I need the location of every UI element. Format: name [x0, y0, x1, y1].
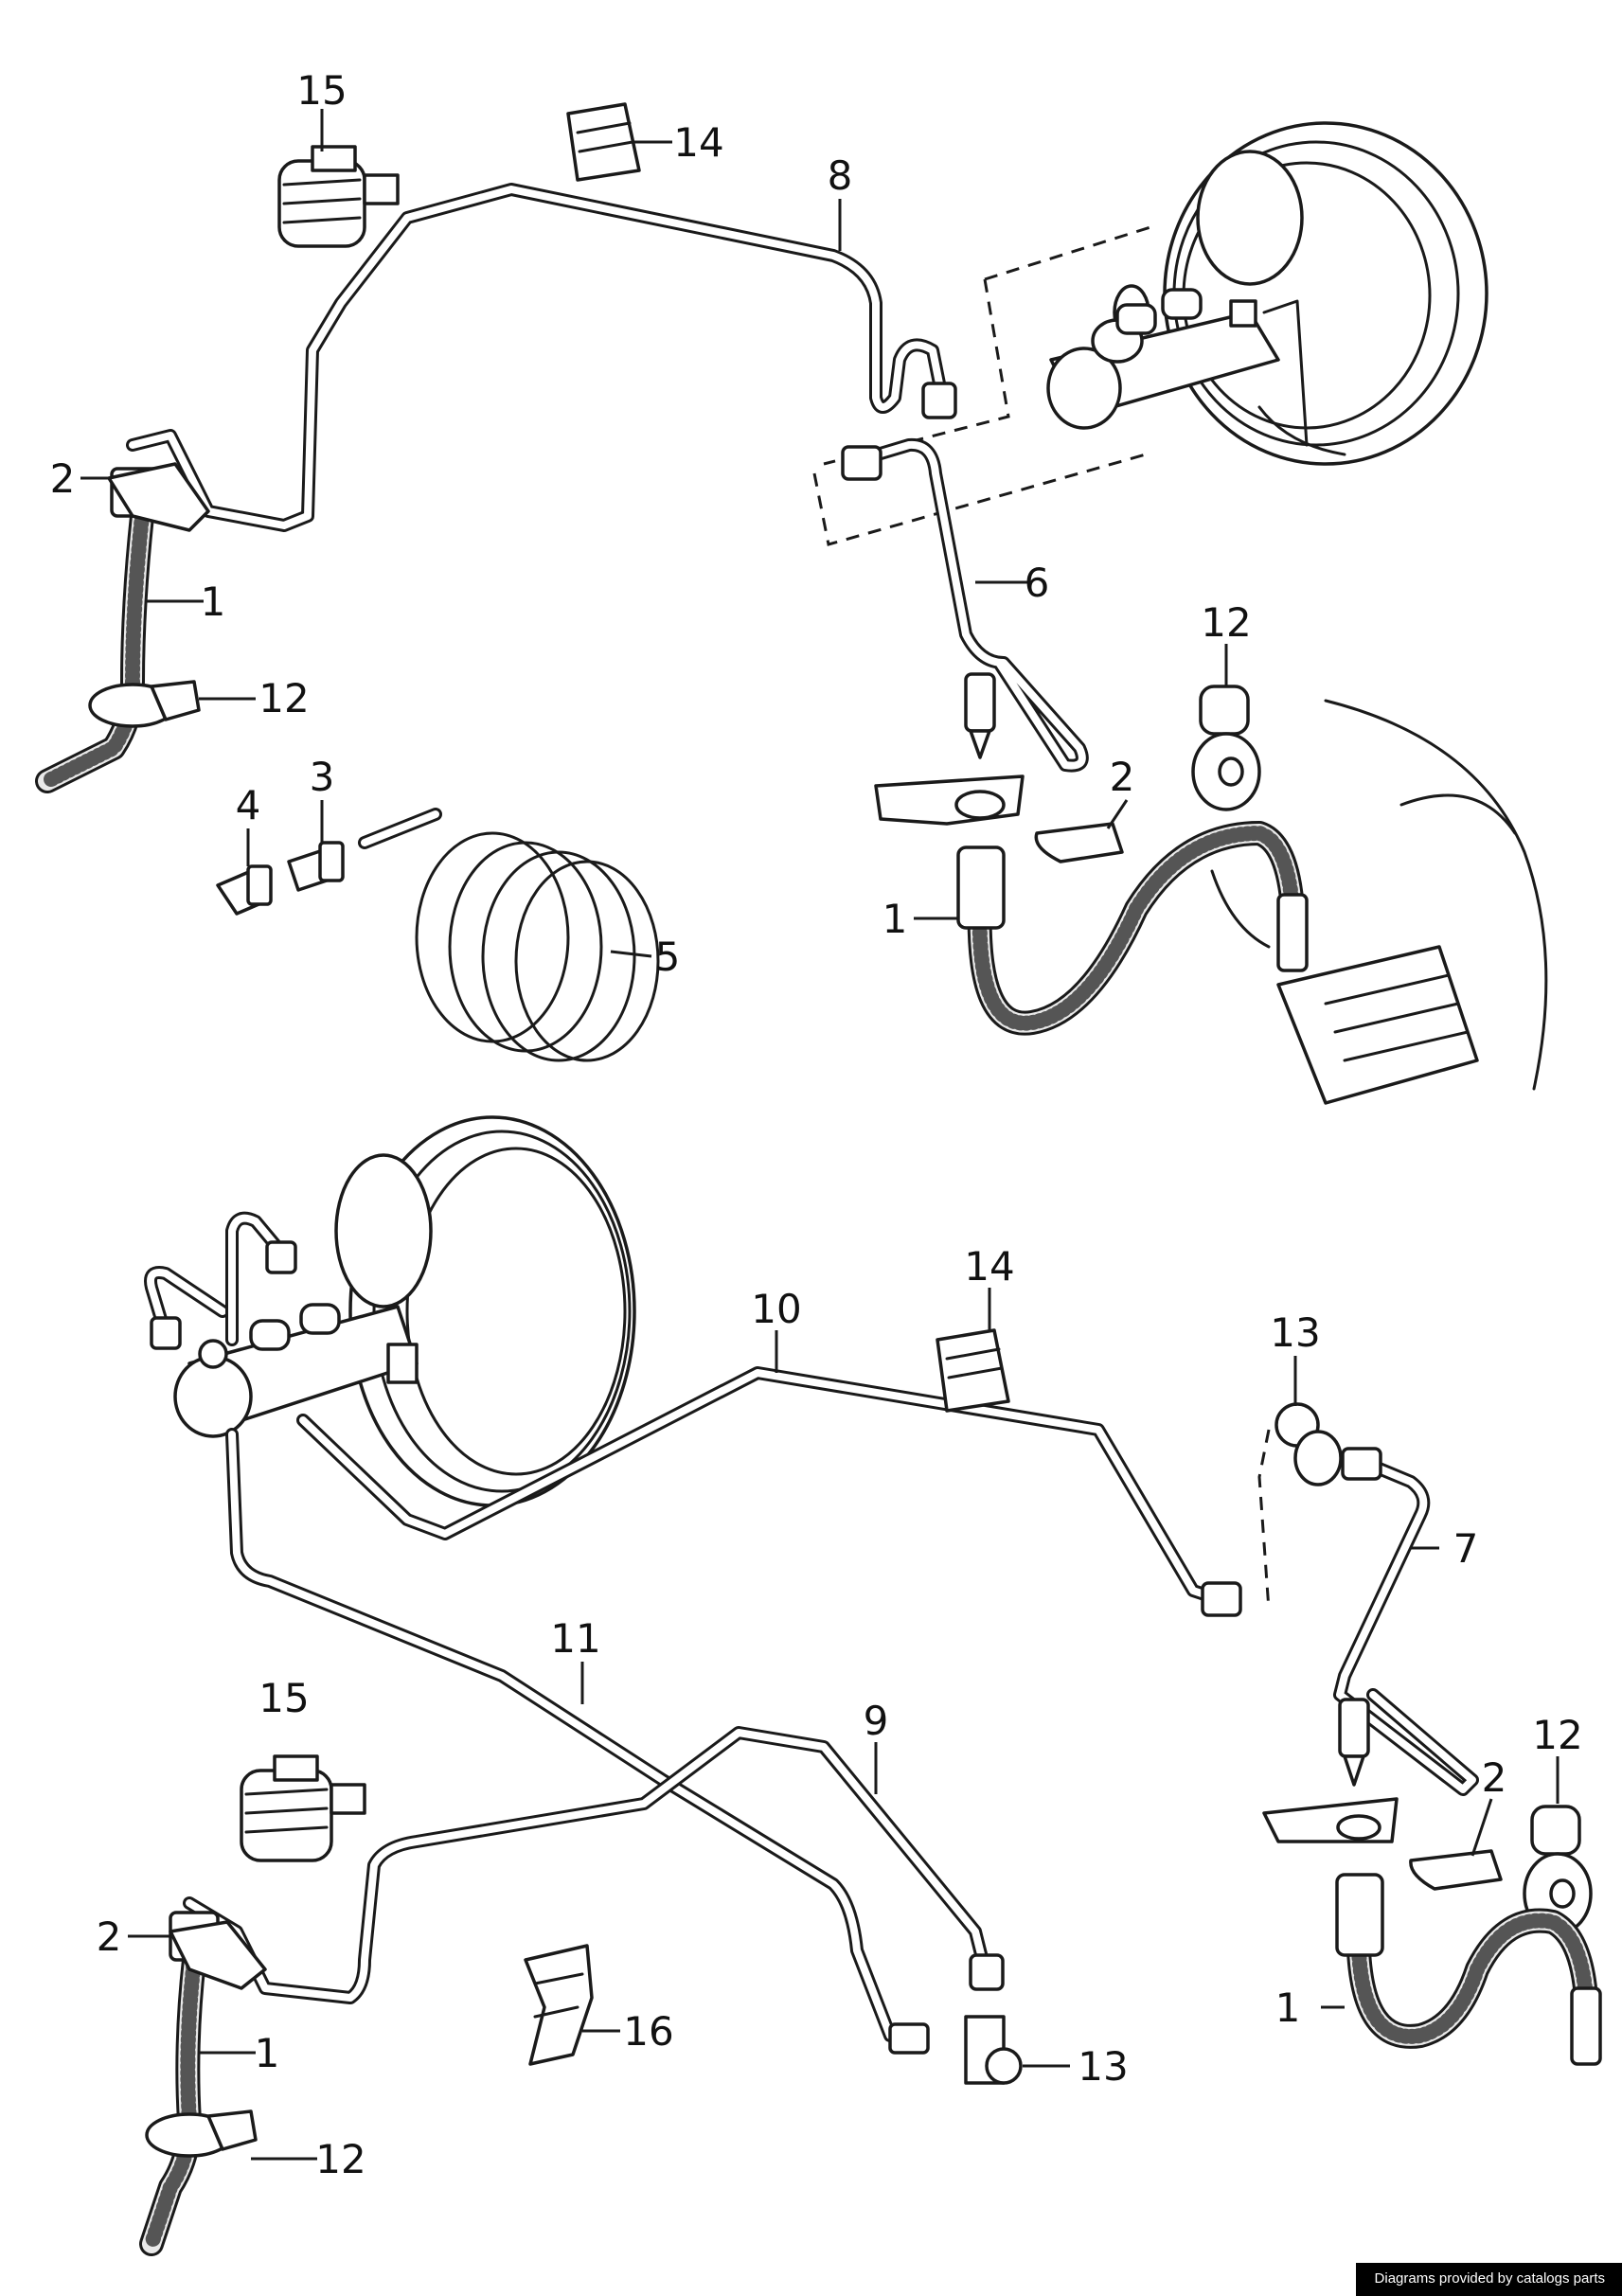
brake-hose-top-right — [956, 821, 1309, 1036]
bracket-2-bottom-left — [169, 1920, 267, 1990]
leader-lines — [80, 109, 1560, 2161]
tee-13-right — [1257, 1402, 1343, 1611]
brake-caliper-top — [1210, 699, 1548, 1105]
callout-12-bottom-right: 12 — [1532, 1712, 1582, 1758]
brake-pipe-11 — [225, 1428, 897, 2042]
brake-pipe-9 — [183, 1726, 1005, 2004]
master-cylinder-bottom — [173, 1303, 419, 1438]
callout-1-bottom-right: 1 — [1275, 1985, 1301, 2031]
brake-pipe-8 — [126, 183, 957, 532]
callout-12-bottom-left: 12 — [315, 2136, 365, 2182]
callout-14-top: 14 — [673, 119, 723, 166]
brake-booster-top — [1163, 121, 1488, 466]
callout-3: 3 — [310, 754, 335, 800]
callout-16: 16 — [623, 2008, 673, 2055]
clip-14-top — [566, 102, 641, 182]
fitting-4 — [216, 864, 273, 916]
callout-2-top-right: 2 — [1110, 754, 1135, 800]
callout-7: 7 — [1453, 1525, 1479, 1572]
brake-pipe-6 — [841, 437, 1089, 773]
coiled-pipe-5 — [358, 808, 660, 1062]
callout-13-bottom: 13 — [1078, 2043, 1128, 2090]
callout-4: 4 — [236, 782, 261, 828]
tee-13-bottom — [888, 2015, 1023, 2085]
callout-14-bottom: 14 — [964, 1243, 1014, 1290]
callout-2-bottom-left: 2 — [97, 1913, 122, 1960]
callout-13-right: 13 — [1270, 1309, 1320, 1356]
clip-2-bottom-right — [1409, 1849, 1503, 1891]
clip-12-top-left — [88, 680, 201, 728]
callout-2-top-left: 2 — [50, 455, 76, 502]
callout-15-top: 15 — [296, 67, 347, 114]
callout-1-top-right: 1 — [882, 896, 908, 942]
callout-15-bottom: 15 — [258, 1675, 309, 1721]
callout-8: 8 — [828, 152, 853, 199]
clip-2-top-right — [1034, 822, 1124, 863]
brake-pipe-7 — [1333, 1447, 1479, 1796]
clip-12-top-right — [1191, 685, 1261, 811]
brake-booster-bottom — [334, 1115, 636, 1507]
brake-hose-bottom-right — [1335, 1873, 1602, 2066]
callout-12-top-left: 12 — [258, 675, 309, 721]
callout-5: 5 — [655, 934, 681, 980]
clip-16 — [524, 1944, 594, 2066]
callout-11: 11 — [550, 1615, 600, 1662]
bracket-2-top-left — [107, 462, 210, 532]
brake-pipe-10 — [296, 1366, 1242, 1617]
clip-14-bottom — [936, 1328, 1010, 1413]
mounting-outline-top — [812, 225, 1151, 546]
callout-2-bottom-right: 2 — [1482, 1754, 1507, 1801]
clip-15-top — [277, 145, 400, 248]
master-cylinder-pipes-bottom — [144, 1211, 297, 1350]
callout-1-bottom-left: 1 — [255, 2030, 280, 2076]
diagram-credit-badge: Diagrams provided by catalogs parts — [1355, 2263, 1622, 2296]
callout-9: 9 — [864, 1698, 889, 1744]
nut-3 — [287, 841, 345, 892]
clip-12-bottom-left — [145, 2109, 258, 2158]
callout-12-top-right: 12 — [1201, 599, 1251, 646]
callout-6: 6 — [1025, 560, 1050, 606]
clip-15-bottom — [240, 1754, 366, 1862]
callout-10: 10 — [751, 1286, 801, 1332]
master-cylinder-top — [1046, 284, 1309, 447]
callout-1-top-left: 1 — [201, 578, 226, 625]
